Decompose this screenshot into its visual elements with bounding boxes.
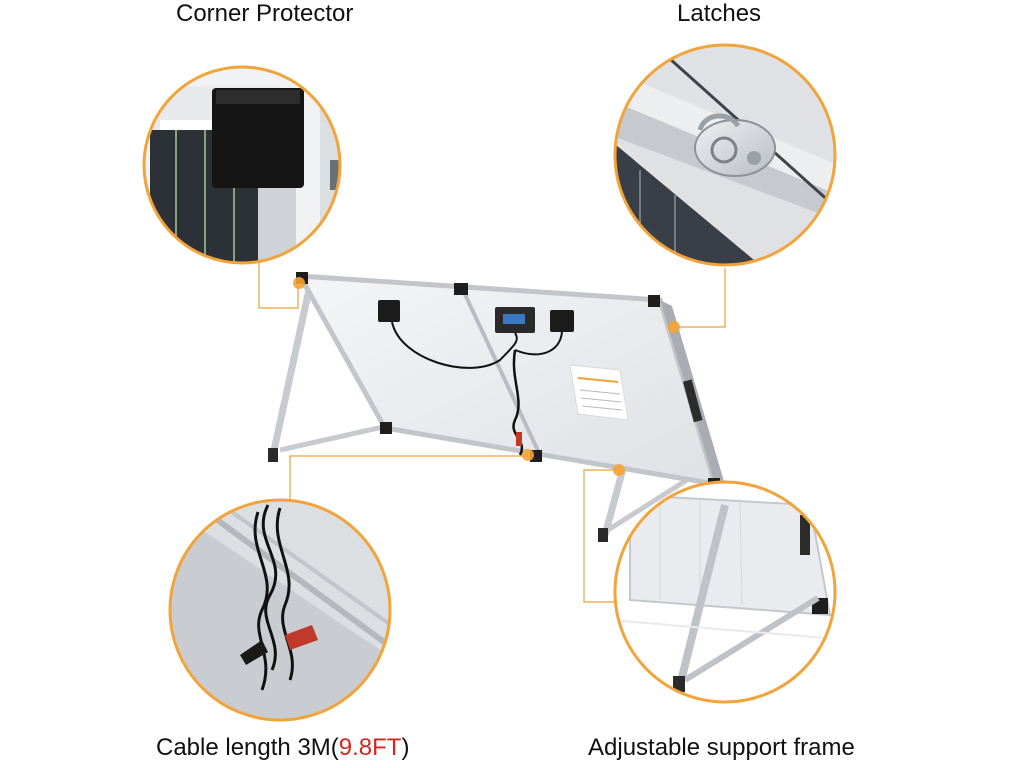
corner-protector-caption: Corner Protector: [176, 0, 354, 27]
corner-protector-cap: [212, 88, 304, 188]
coiled-cable: [253, 504, 294, 691]
latches-ring: [613, 43, 837, 267]
support-frame-ring: [613, 480, 837, 704]
junction-box-left: [378, 300, 400, 322]
callout-dot-latch: [668, 321, 680, 333]
cable-length-caption: Cable length 3M(9.8FT): [156, 734, 409, 762]
junction-box-right: [550, 310, 574, 332]
support-leg-left: [269, 284, 314, 456]
spec-label: [569, 364, 629, 421]
detail-support-brace: [683, 595, 820, 683]
corner-cap: [454, 283, 468, 295]
cable-callout-line: [289, 455, 528, 500]
latch-callout-line: [675, 268, 726, 328]
panel-wire: [514, 331, 563, 356]
corner-cap: [380, 422, 392, 434]
callout-dot-frame: [613, 464, 625, 476]
support-leg-right-brace: [606, 475, 692, 533]
corner-callout-line: [258, 258, 299, 309]
solar-panel: [268, 272, 726, 542]
latches-detail: [613, 43, 837, 267]
cable-length-paren-open: (: [330, 734, 339, 761]
leg-foot-left: [268, 448, 278, 462]
callout-lines: [258, 258, 726, 603]
corner-cap: [648, 295, 660, 307]
support-frame-detail: [613, 480, 837, 704]
detail-panel-surface: [629, 493, 832, 617]
cable-length-feet: 9.8FT: [338, 734, 402, 761]
corner-protector-ring: [142, 65, 342, 265]
corner-protector-detail: [142, 65, 342, 265]
support-frame-caption: Adjustable support frame: [588, 734, 855, 761]
panel-wire: [391, 321, 518, 369]
frame-callout-line: [583, 469, 620, 603]
callout-dot-cable: [522, 449, 534, 461]
red-alligator-clip: [285, 625, 318, 650]
charge-controller-screen: [503, 314, 525, 324]
leg-foot-right: [598, 528, 608, 542]
cable-ring: [168, 498, 392, 722]
cable-length-paren-close: ): [401, 734, 410, 761]
cable-length-prefix: Cable length: [156, 734, 291, 761]
latches-caption: Latches: [677, 0, 762, 27]
alligator-clip: [516, 432, 522, 446]
support-leg-left-brace: [279, 422, 393, 453]
black-alligator-clip: [240, 640, 268, 665]
side-latch: [682, 379, 703, 423]
panel-fold-seam: [460, 287, 542, 456]
detail-support-leg: [676, 504, 729, 686]
cable-length-metric: 3M: [297, 734, 331, 761]
callout-dot-corner: [293, 277, 305, 289]
cable-detail: [168, 498, 392, 722]
